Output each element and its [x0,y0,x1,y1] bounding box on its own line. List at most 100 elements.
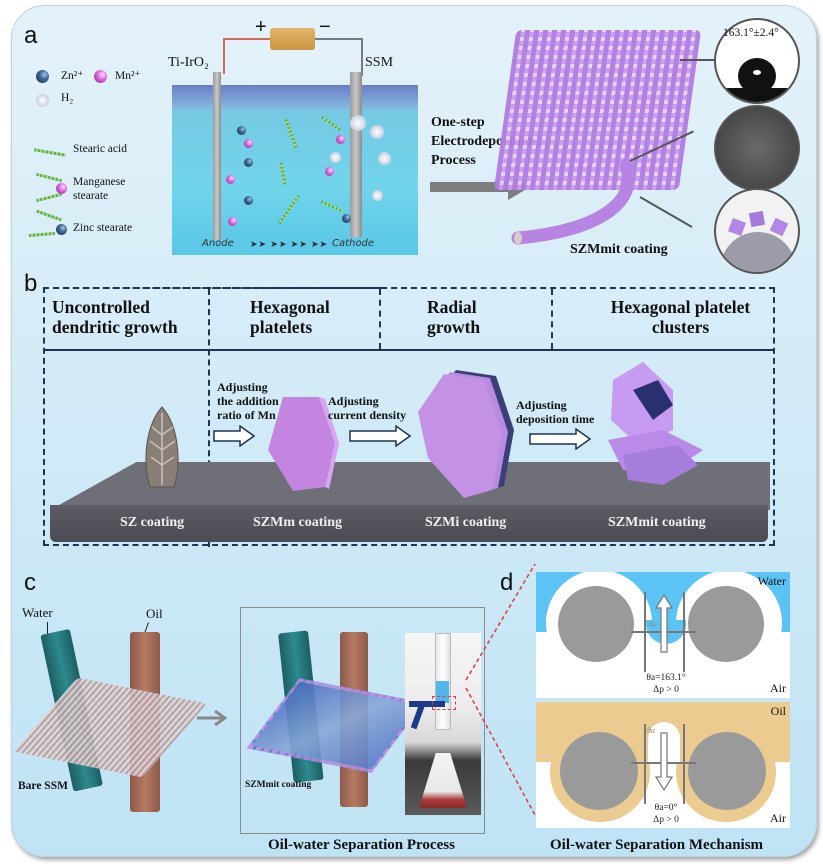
oil-label: Oil [146,606,163,621]
water-label: Water [22,605,53,620]
water-column [436,681,449,703]
legend-zinc-stearate: Zinc stearate [73,222,133,234]
upper-phase-label: Oil [770,704,786,718]
contact-angle-equation: θa=163.1° Δp > 0 [626,672,706,696]
angle-value: θa=0° [654,803,678,813]
cluster-icon [748,210,766,228]
step-label-line: deposition time [516,412,595,426]
zn-ion-icon [244,158,253,167]
fiber-cross-section [688,732,766,810]
fiber-cross-section [688,586,764,662]
stage-divider [208,289,210,547]
leader-line [680,59,720,61]
stage-title-line: clusters [651,317,710,337]
contact-angle-value: 163.1°±2.4° [723,27,779,39]
hexagonal-platelet-icon [268,397,339,491]
fiber-cross-section [720,232,796,272]
h2-bubble-icon [330,152,341,163]
legend-zn: Zn²⁺ [61,70,84,82]
anode-material-label: Ti-IrO₂ [168,55,209,70]
step-label-2: Adjusting current density [328,394,406,422]
step-arrow-icon [349,425,412,447]
zn-ion-icon [244,196,253,205]
sem-image [714,105,800,191]
platelet-cluster-icon [608,362,703,485]
anode-wire [223,38,271,40]
stage-title-3: Radial growth [427,297,480,337]
cathode-wire [315,38,363,40]
coating-label: SZMmit coating [570,242,668,257]
step-label-3: Adjusting deposition time [516,398,594,426]
separation-apparatus-photo [405,633,481,815]
cluster-icon [769,217,789,237]
stage-title-line: Hexagonal [250,297,330,317]
mn-ion-icon [226,175,235,184]
angle-value: θa=163.1° [646,673,686,683]
pressure-arrow-up-icon [655,594,673,653]
dendrite-leaf-icon [145,406,179,488]
legend-manganese-stearate: Manganese stearate [73,175,125,203]
step-label-line: ratio of Mn [217,408,276,422]
legend-stearic-acid: Stearic acid [73,143,127,155]
lower-phase-label: Air [770,681,786,695]
contact-angle-image [714,18,800,104]
step-arrow-icon [213,425,256,447]
stage-divider [551,289,553,349]
mn-ion-icon [325,167,334,176]
stage-title-1: Uncontrolled dendritic growth [52,297,178,337]
substrate-shadow [716,88,798,102]
zn-ion-icon [36,70,49,83]
clamp-icon [409,701,445,707]
mn-ion-icon [244,139,253,148]
zn-head-icon [56,224,67,235]
process-label-line3: Process [431,153,476,168]
panel-label-a: a [24,22,38,49]
process-arrow-icon [430,174,530,200]
fiber-cross-section [560,732,638,810]
h2-bubble-icon [370,125,384,139]
step-label-line: Adjusting [217,380,268,394]
legend-h2: H₂ [61,92,74,104]
stage-title-line: platelets [250,317,313,337]
cluster-schematic-image [714,188,800,274]
wall-line [683,592,685,672]
cathode-mesh-electrode [350,72,362,237]
radial-platelets-icon [418,370,514,498]
separation-process-caption: Oil-water Separation Process [268,837,455,853]
legend-manganese-line1: Manganese [73,176,126,188]
legend-manganese-line2: stearate [73,190,109,202]
panel-label-b: b [24,270,38,297]
mn-head-icon [56,183,67,194]
upper-phase-label: Water [757,574,786,588]
fiber-cross-section [558,586,634,662]
coating-label-szmm: SZMm coating [253,515,343,530]
pressure-value: Δp > 0 [653,685,679,695]
pressure-arrow-down-icon [655,732,673,792]
droplet-highlight [753,70,761,75]
h2-bubble-icon [36,94,49,107]
zn-ion-icon [237,126,246,135]
water-pointer [47,622,48,634]
step-label-line: the addition [217,394,279,408]
anode-electrode [213,72,221,240]
stage-title-line: dendritic growth [52,317,178,337]
wall-line [683,724,685,804]
transition-arrow-icon [197,710,227,726]
cluster-icon [728,218,746,236]
coating-label-szmi: SZMi coating [425,515,507,530]
substrate-slab-front [50,505,768,542]
step-label-line: Adjusting [516,398,567,412]
stage-title-line: growth [427,317,481,337]
stage-title-4: Hexagonal platelet clusters [588,297,773,337]
electrolyte-surface [172,85,418,109]
mn-ion-icon [94,70,107,83]
stage-title-line: Hexagonal platelet [610,297,751,317]
wall-line [644,592,646,672]
anode-wire-vertical [223,38,225,74]
tank-cathode-label: Cathode [332,238,374,249]
ion-flow-arrows: ➤➤ ➤➤ ➤➤ ➤➤ [250,239,329,249]
theta-mark: θa [649,620,657,629]
coated-mesh-label: SZMmit coating [245,780,312,790]
mn-ion-icon [336,135,345,144]
step-arrow-icon [529,428,592,450]
